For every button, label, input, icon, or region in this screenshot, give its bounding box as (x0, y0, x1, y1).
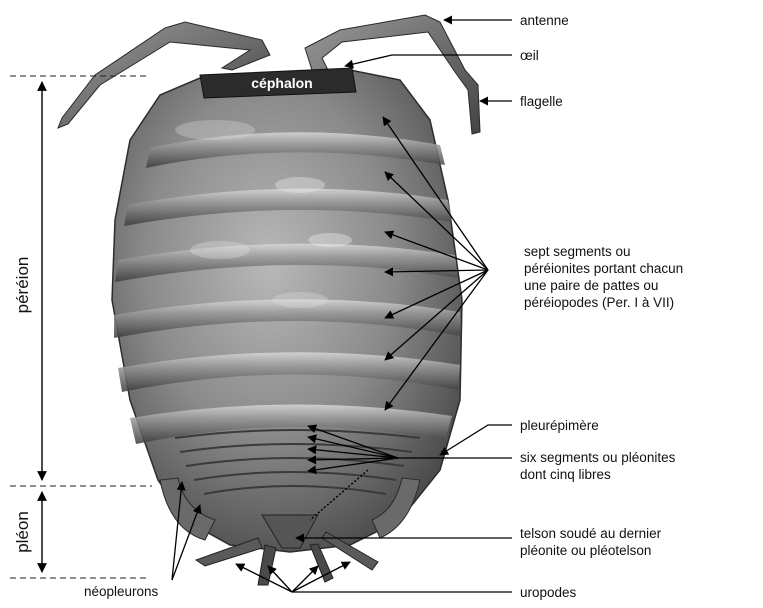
label-pleonites-1: six segments ou pléonites (520, 450, 676, 465)
label-telson-2: pléonite ou pléotelson (520, 543, 651, 558)
label-neopleurons: néopleurons (84, 584, 159, 599)
label-cephalon: céphalon (251, 75, 312, 91)
label-pereion: péréion (13, 257, 32, 314)
label-antenne: antenne (520, 13, 569, 28)
label-flagelle: flagelle (520, 94, 563, 109)
label-pleurepimere: pleurépimère (520, 418, 599, 433)
label-segments-1: sept segments ou (524, 244, 631, 259)
label-segments-2: péréionites portant chacun (524, 261, 683, 276)
label-oeil: œil (520, 48, 539, 63)
label-segments-4: péréiopodes (Per. I à VII) (524, 295, 674, 310)
label-pleonites-2: dont cinq libres (520, 467, 611, 482)
label-telson-1: telson soudé au dernier (520, 526, 662, 541)
label-pleon: pléon (13, 511, 32, 553)
label-uropodes: uropodes (520, 585, 577, 600)
isopod-body (112, 70, 462, 585)
label-segments-3: une paire de pattes ou (524, 278, 658, 293)
